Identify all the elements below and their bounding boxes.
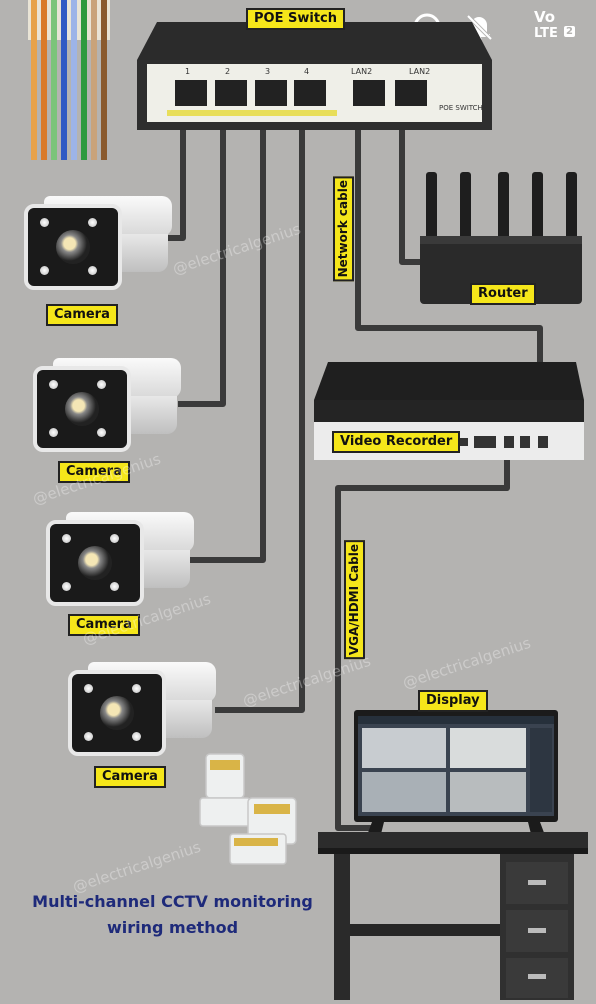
caption-line-1: Multi-channel CCTV monitoring [32,892,313,911]
port-label-lan-a: LAN2 [351,67,373,76]
rj45-connectors [196,748,316,870]
cable-camera-2 [178,102,226,407]
display-label: Display [418,690,488,712]
port-label-4: 4 [304,67,310,76]
camera-label-1: Camera [46,304,118,326]
network-label: Vo [534,8,556,26]
poe-switch-label: POE Switch [246,8,345,30]
port-label-3: 3 [265,67,271,76]
port-label-lan-b: LAN2 [409,67,431,76]
port-label-2: 2 [225,67,231,76]
router-label: Router [470,283,536,305]
network-sub-label: LTE [534,26,558,41]
cable-vga [335,452,510,831]
poe-switch: 1 2 3 4 LAN2 LAN2 POE SWITCH [137,20,492,130]
video-recorder-label: Video Recorder [332,431,461,453]
desk [318,832,588,1000]
sim-number: 2 [564,26,575,37]
camera-3 [46,512,196,606]
cable-camera-4 [215,102,305,713]
caption-line-2: wiring method [106,918,239,937]
cable-camera-3 [190,102,266,563]
network-cable-label: Network cable [333,176,354,282]
camera-label-3: Camera [68,614,140,636]
camera-2 [33,358,183,452]
camera-label-2: Camera [58,461,130,483]
camera-1 [24,196,174,290]
camera-4 [68,662,218,756]
port-label-1: 1 [185,67,191,76]
display-monitor [354,710,558,840]
ethernet-cable-wires [28,0,110,160]
camera-label-4: Camera [94,766,166,788]
cable-camera-1 [168,102,186,241]
vga-hdmi-cable-label: VGA/HDMI Cable [344,540,365,660]
switch-brand: POE SWITCH [439,104,483,112]
cable-router [399,100,425,265]
router [418,168,586,308]
